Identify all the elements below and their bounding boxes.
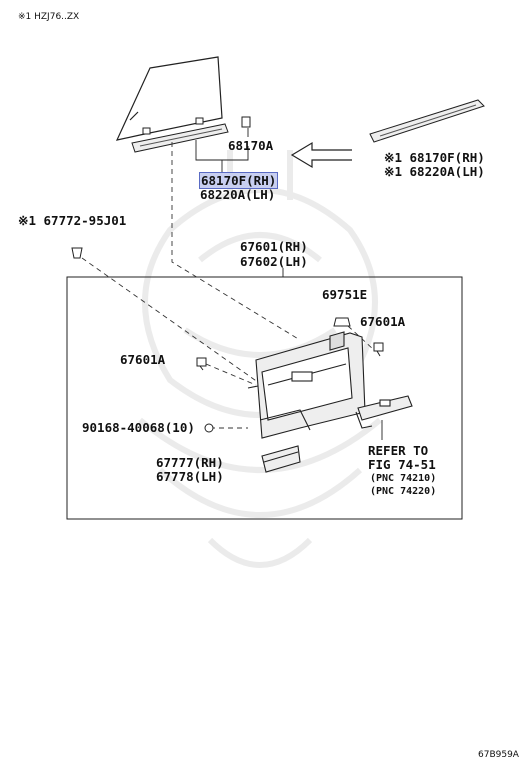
small-clips: [142, 116, 251, 135]
part-label-67601A-left[interactable]: 67601A: [120, 352, 166, 367]
part-label-68170F-rh[interactable]: 68170F(RH): [198, 172, 279, 189]
part-label-68220A-lh[interactable]: 68220A(LH): [200, 187, 276, 202]
part-label-67601-rh[interactable]: 67601(RH): [240, 239, 308, 254]
part-label-alt-68170F-rh[interactable]: ※1 68170F(RH): [384, 150, 485, 165]
belt-moulding-outer: [369, 99, 485, 143]
refer-line-1: REFER TO: [368, 443, 429, 458]
clip-67601A-right: [373, 342, 384, 357]
illustration-code: 67B959A: [478, 750, 519, 760]
part-label-67601A-right[interactable]: 67601A: [360, 314, 406, 329]
part-label-69751E[interactable]: 69751E: [322, 287, 368, 302]
direction-arrow: [290, 141, 352, 169]
refer-line-4: (PNC 74220): [370, 486, 437, 497]
assembly-frame: [66, 276, 463, 520]
refer-line-2[interactable]: FIG 74-51: [368, 457, 436, 472]
screw-67772: [71, 247, 83, 259]
part-label-68170A[interactable]: 68170A: [228, 138, 274, 153]
screw-90168: [204, 423, 214, 433]
part-label-90168-40068[interactable]: 90168-40068(10): [82, 420, 195, 435]
belt-moulding-inner: [131, 123, 229, 153]
part-label-67602-lh[interactable]: 67602(LH): [240, 254, 308, 269]
dashed-guides: [81, 142, 375, 429]
door-trim-panel: [247, 331, 366, 439]
refer-line-3: (PNC 74210): [370, 473, 437, 484]
part-label-alt-68220A-lh[interactable]: ※1 68220A(LH): [384, 164, 485, 179]
clip-67601A-left: [196, 357, 207, 371]
clip-69751E: [333, 317, 351, 327]
part-label-67777-rh[interactable]: 67777(RH): [156, 455, 224, 470]
part-label-67772-95J01[interactable]: ※1 67772-95J01: [18, 213, 127, 228]
model-note: ※1 HZJ76..ZX: [18, 12, 80, 22]
pocket-67777: [261, 445, 301, 473]
part-label-67778-lh[interactable]: 67778(LH): [156, 469, 224, 484]
armrest-refer: [355, 395, 413, 429]
leader-lines-top: [195, 128, 249, 172]
